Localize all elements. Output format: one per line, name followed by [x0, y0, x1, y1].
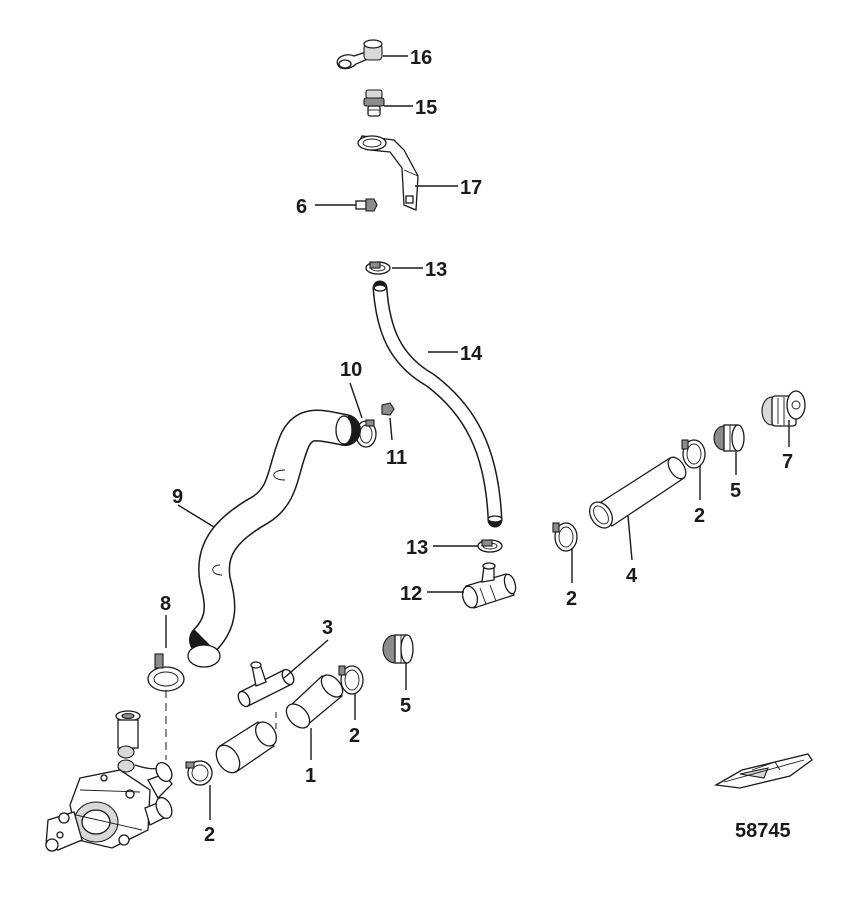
callout-5-left: 5: [400, 695, 411, 717]
callout-3: 3: [322, 617, 333, 639]
callout-4: 4: [626, 565, 638, 587]
callout-8: 8: [160, 593, 171, 615]
callout-2-right-mid: 2: [566, 588, 577, 610]
part-3-tee-tube: [237, 661, 295, 708]
part-8-clamp: [147, 653, 185, 692]
callout-1: 1: [305, 765, 316, 787]
callout-2-mid: 2: [349, 725, 360, 747]
part-16-cap: [336, 39, 383, 70]
callout-11: 11: [386, 447, 407, 469]
part-5-fitting-left: [382, 634, 414, 664]
callout-14: 14: [460, 343, 483, 365]
callout-6: 6: [296, 196, 307, 218]
part-6-screw: [315, 198, 378, 212]
callout-16: 16: [410, 47, 432, 69]
part-12-tee-fitting: [461, 562, 517, 609]
callout-labels: 16 15 17 6 13 14 10 11 9 7 5 2 4 13 12 2…: [160, 47, 793, 846]
part-4-hose: [589, 456, 687, 529]
part-15-fitting: [363, 89, 385, 117]
callout-5-right: 5: [730, 480, 741, 502]
part-14-hose: [372, 280, 503, 528]
part-17-bracket: [357, 135, 419, 211]
part-2-clamp-right-mid: [552, 522, 578, 552]
part-2-clamp-bottom: [185, 760, 213, 786]
callout-2-bottom: 2: [204, 824, 215, 846]
figure-number: 58745: [735, 820, 791, 842]
part-13-clamp-bottom: [477, 539, 503, 553]
part-11-nut: [381, 402, 395, 416]
part-13-clamp-top: [365, 261, 391, 275]
callout-12: 12: [400, 583, 422, 605]
part-2-clamp-right-top: [681, 439, 706, 469]
callout-17: 17: [460, 177, 482, 199]
callout-15: 15: [415, 97, 437, 119]
part-5-fitting-right: [713, 424, 745, 452]
part-2-clamp-mid: [338, 665, 364, 695]
callout-13-top: 13: [425, 259, 447, 281]
part-7-fitting: [761, 390, 806, 427]
part-9-hose: [187, 409, 361, 668]
alignment-lines: [165, 690, 277, 760]
callout-2-right-top: 2: [694, 505, 705, 527]
callout-7: 7: [782, 451, 793, 473]
boat-icon: [713, 753, 813, 789]
callout-13-bottom: 13: [406, 537, 428, 559]
callout-9: 9: [172, 486, 183, 508]
part-1-hoses: [215, 674, 344, 774]
water-pump-assembly: [45, 710, 173, 852]
callout-10: 10: [340, 359, 362, 381]
